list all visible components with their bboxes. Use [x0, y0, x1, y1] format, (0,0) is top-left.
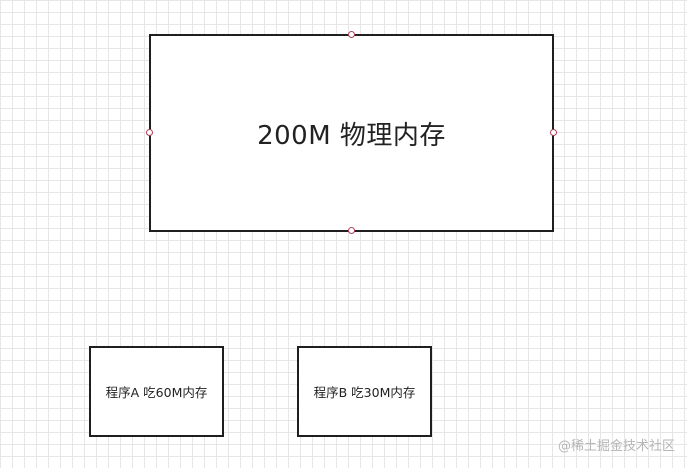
resize-handle-right[interactable]	[550, 129, 557, 136]
watermark: @稀土掘金技术社区	[557, 439, 675, 454]
physical-memory-box[interactable]: 200M 物理内存	[149, 34, 554, 232]
physical-memory-label: 200M 物理内存	[257, 120, 446, 151]
program-a-box[interactable]: 程序A 吃60M内存	[89, 346, 224, 437]
resize-handle-bottom[interactable]	[348, 227, 355, 234]
resize-handle-left[interactable]	[146, 129, 153, 136]
program-a-label: 程序A 吃60M内存	[105, 385, 208, 400]
program-b-box[interactable]: 程序B 吃30M内存	[297, 346, 432, 437]
resize-handle-top[interactable]	[348, 31, 355, 38]
program-b-label: 程序B 吃30M内存	[313, 385, 416, 400]
